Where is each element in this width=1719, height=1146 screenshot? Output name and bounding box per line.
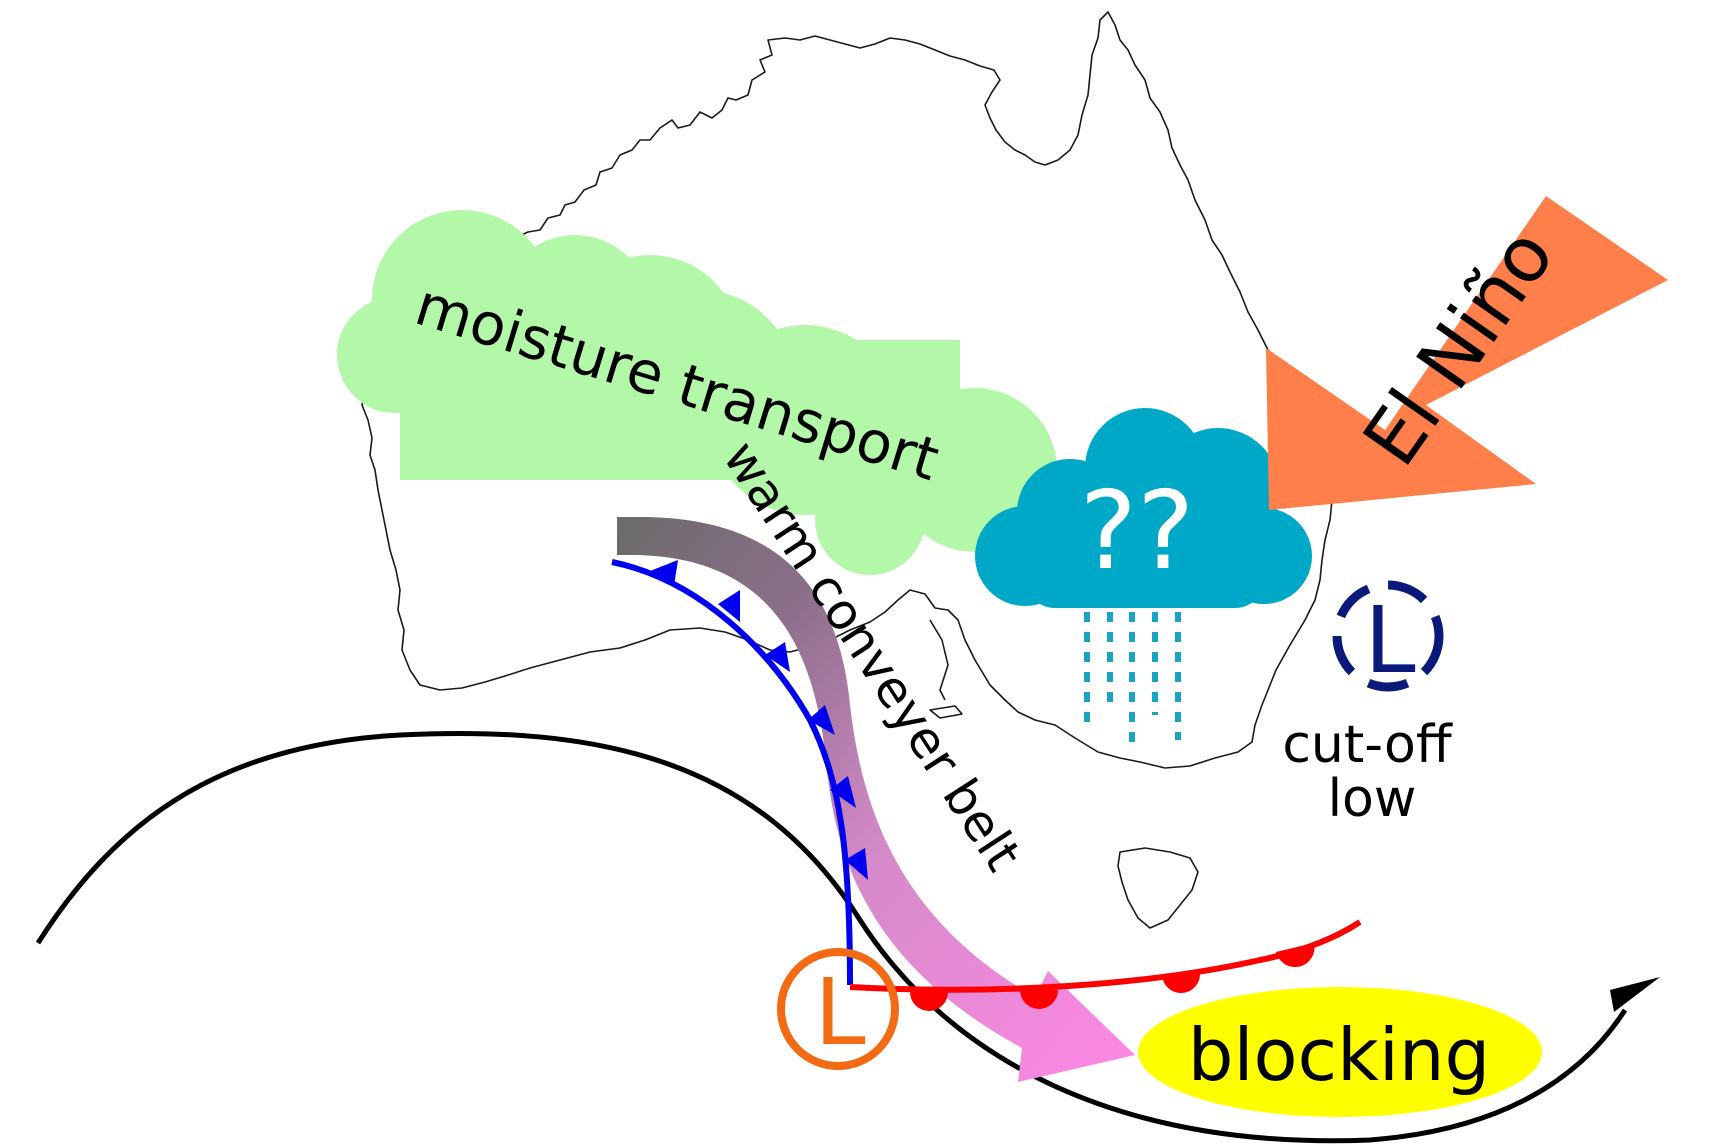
tasmania-outline	[1117, 847, 1199, 929]
surface-low-letter: L	[814, 959, 865, 1066]
cutoff-low-symbol: L	[1332, 580, 1444, 694]
rain-drops	[1084, 612, 1181, 745]
jet-stream	[35, 730, 1660, 1144]
jet-stream-arrowhead	[1610, 977, 1660, 1012]
question-marks: ??	[1080, 469, 1195, 594]
rain-cloud: ??	[975, 408, 1312, 745]
spencer-gulf	[929, 619, 949, 701]
el-nino-arrow	[1266, 196, 1668, 510]
warm-conveyer-belt-arrow	[617, 517, 1135, 1082]
warm-front	[849, 919, 1362, 1011]
jet-stream-line	[35, 730, 1628, 1144]
blocking-label: blocking	[1188, 1013, 1490, 1097]
cutoff-label-line2: low	[1328, 769, 1417, 829]
cutoff-low-letter: L	[1364, 587, 1415, 694]
cold-front	[611, 559, 868, 986]
moisture-cloud	[337, 210, 1057, 575]
warm-front-line	[849, 919, 1362, 993]
blocking-region: blocking	[1138, 987, 1542, 1117]
kangaroo-island	[929, 705, 963, 719]
cutoff-label-line1: cut-off	[1282, 715, 1452, 775]
surface-low-symbol: L	[777, 948, 899, 1070]
